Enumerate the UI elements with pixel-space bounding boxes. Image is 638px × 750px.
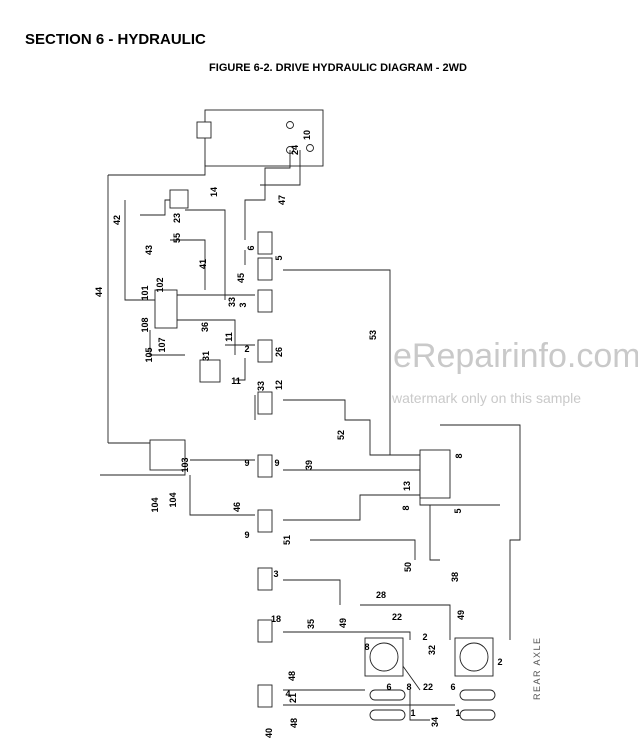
control-valve-lower <box>199 359 221 383</box>
wheel-right-front <box>459 689 496 701</box>
callout-number: 52 <box>336 430 346 440</box>
callout-number: 22 <box>392 612 402 622</box>
callout-number: 33 <box>227 297 237 307</box>
right-drive-motor <box>454 637 494 677</box>
callout-number: 8 <box>364 642 369 652</box>
callout-number: 8 <box>401 505 411 510</box>
callout-number: 12 <box>274 380 284 390</box>
callout-number: 43 <box>144 245 154 255</box>
callout-number: 6 <box>386 682 391 692</box>
callout-number: 14 <box>209 187 219 197</box>
callout-number: 32 <box>427 645 437 655</box>
callout-number: 104 <box>168 492 178 507</box>
callout-number: 11 <box>231 376 241 386</box>
callout-number: 9 <box>244 458 249 468</box>
callout-number: 34 <box>430 717 440 727</box>
callout-number: 2 <box>244 344 249 354</box>
callout-number: 3 <box>273 569 278 579</box>
callout-number: 49 <box>456 610 466 620</box>
pump-block <box>149 439 186 471</box>
section-title: SECTION 6 - HYDRAULIC <box>25 31 206 48</box>
callout-number: 102 <box>155 277 165 292</box>
filter-housing <box>169 189 189 209</box>
callout-number: 10 <box>302 130 312 140</box>
callout-number: 104 <box>150 497 160 512</box>
callout-number: 45 <box>236 273 246 283</box>
callout-number: 23 <box>172 213 182 223</box>
callout-number: 22 <box>423 682 433 692</box>
callout-number: 50 <box>403 562 413 572</box>
hydraulic-lines <box>100 109 521 721</box>
callout-number: 40 <box>264 728 274 738</box>
wheel-left-front <box>369 689 406 701</box>
callout-number: 39 <box>304 460 314 470</box>
wheel-right-rear <box>459 709 496 721</box>
callout-number: 35 <box>306 619 316 629</box>
callout-number: 6 <box>450 682 455 692</box>
watermark-main: eRepairinfo.com <box>393 337 638 375</box>
callout-number: 18 <box>271 614 281 624</box>
callout-number: 1 <box>455 708 460 718</box>
callout-number: 46 <box>232 502 242 512</box>
callout-number: 9 <box>274 458 279 468</box>
wheel-left-rear <box>369 709 406 721</box>
callout-number: 48 <box>289 718 299 728</box>
callout-number: 9 <box>244 530 249 540</box>
callout-number: 1 <box>410 708 415 718</box>
callout-number: 55 <box>172 233 182 243</box>
callout-number: 47 <box>277 195 287 205</box>
left-drive-motor <box>364 637 404 677</box>
callout-number: 5 <box>453 508 463 513</box>
rear-axle-label: REAR AXLE <box>532 636 542 700</box>
callout-number: 5 <box>274 255 284 260</box>
callout-number: 8 <box>406 682 411 692</box>
callout-number: 107 <box>157 337 167 352</box>
callout-number: 101 <box>140 285 150 300</box>
callout-number: 44 <box>94 287 104 297</box>
callout-number: 28 <box>376 590 386 600</box>
control-valve-upper <box>154 289 178 329</box>
callout-number: 38 <box>450 572 460 582</box>
callout-number: 2 <box>497 657 502 667</box>
callout-number: 13 <box>402 481 412 491</box>
callout-number: 51 <box>282 535 292 545</box>
callout-number: 21 <box>288 693 298 703</box>
callout-number: 48 <box>287 671 297 681</box>
figure-title: FIGURE 6-2. DRIVE HYDRAULIC DIAGRAM - 2W… <box>209 62 467 74</box>
callout-number: 8 <box>454 453 464 458</box>
callout-number: 49 <box>338 618 348 628</box>
watermark-sub: watermark only on this sample <box>391 390 581 406</box>
callout-number: 33 <box>256 381 266 391</box>
callout-number: 2 <box>422 632 427 642</box>
callout-number: 11 <box>224 332 234 342</box>
callout-number: 103 <box>180 457 190 472</box>
callout-number: 108 <box>140 317 150 332</box>
callout-number: 42 <box>112 215 122 225</box>
callout-number: 4 <box>285 689 290 699</box>
callout-number: 3 <box>238 302 248 307</box>
callout-number: 105 <box>144 347 154 362</box>
manifold <box>419 449 451 499</box>
callout-number: 6 <box>246 245 256 250</box>
hydraulic-tank <box>204 109 324 167</box>
callout-number: 36 <box>200 322 210 332</box>
callout-number: 53 <box>368 330 378 340</box>
callout-number: 24 <box>290 145 300 155</box>
callout-number: 31 <box>201 351 211 361</box>
components <box>149 189 496 721</box>
callout-number: 41 <box>198 259 208 269</box>
callout-number: 26 <box>274 347 284 357</box>
